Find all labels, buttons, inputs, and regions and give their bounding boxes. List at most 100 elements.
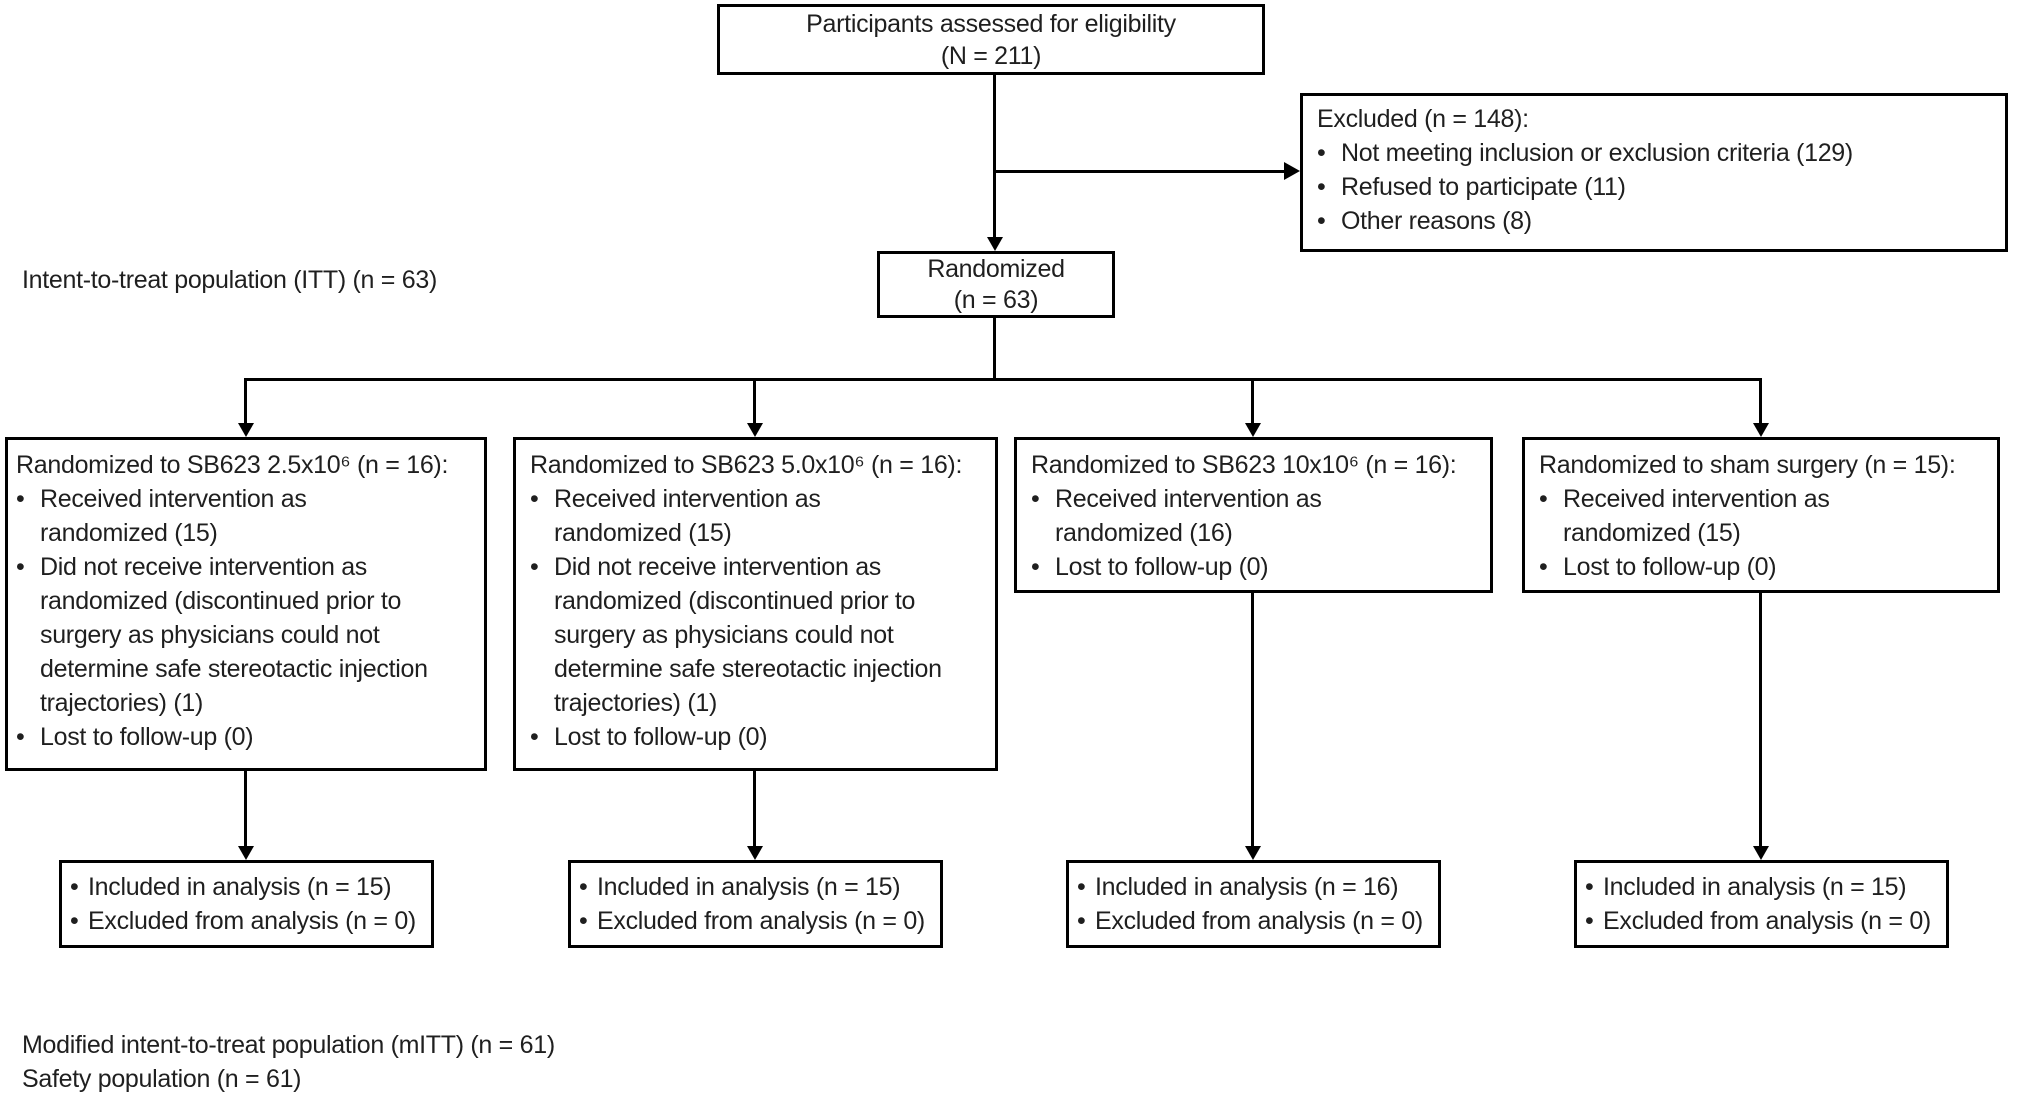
bullet-marker: • [530,723,539,751]
bullet-item: • Not meeting inclusion or exclusion cri… [1317,136,1991,170]
arrowhead-down-analysis-4 [1753,846,1769,860]
mitt-population-label: Modified intent-to-treat population (mIT… [22,1031,555,1059]
connector-distribution-line [245,378,1762,381]
connector-excluded-branch [993,170,1284,173]
excluded-box: Excluded (n = 148): • Not meeting inclus… [1300,93,2008,252]
arm-box-sb623-5-0: Randomized to SB623 5.0x10⁶ (n = 16): • … [513,437,998,771]
bullet-item: • Excluded from analysis (n = 0) [1077,904,1432,938]
bullet-marker: • [530,485,539,513]
bullet-marker: • [1077,873,1086,901]
arm-title: Randomized to SB623 10x10⁶ (n = 16): [1031,451,1457,479]
analysis-detail: Included in analysis (n = 15) [88,873,392,901]
analysis-box-1: • Included in analysis (n = 15) • Exclud… [59,860,434,948]
analysis-detail: Included in analysis (n = 15) [597,873,901,901]
bullet-item: • Received intervention as randomized (1… [1031,482,1478,550]
arm-detail: Received intervention as randomized (16) [1055,485,1322,547]
analysis-detail: Included in analysis (n = 16) [1095,873,1399,901]
arm-detail: Received intervention as randomized (15) [40,485,307,547]
connector-eligibility-randomized [993,75,996,237]
arm-title: Randomized to SB623 5.0x10⁶ (n = 16): [530,451,963,479]
bullet-item: • Did not receive intervention as random… [530,550,983,720]
bullet-item: • Excluded from analysis (n = 0) [1585,904,1940,938]
eligibility-line2: (N = 211) [940,41,1042,70]
bullet-item: • Lost to follow-up (0) [1031,550,1478,584]
excluded-reason: Refused to participate (11) [1341,173,1626,201]
bullet-marker: • [1317,173,1326,201]
connector-analysis-drop-4 [1759,593,1762,846]
excluded-reason: Not meeting inclusion or exclusion crite… [1341,139,1853,167]
bullet-item: • Refused to participate (11) [1317,170,1991,204]
arrowhead-right-excluded [1284,162,1300,180]
bullet-marker: • [1031,485,1040,513]
bullet-item: • Excluded from analysis (n = 0) [70,904,425,938]
arm-detail: Did not receive intervention as randomiz… [554,553,942,717]
bullet-marker: • [1585,873,1594,901]
arm-title: Randomized to sham surgery (n = 15): [1539,451,1956,479]
bullet-item: • Included in analysis (n = 16) [1077,870,1432,904]
connector-arm-drop-2 [753,378,756,424]
bullet-marker: • [1317,139,1326,167]
bullet-item: • Lost to follow-up (0) [1539,550,1985,584]
eligibility-box: Participants assessed for eligibility (N… [717,4,1265,75]
bullet-item: • Excluded from analysis (n = 0) [579,904,934,938]
bullet-marker: • [530,553,539,581]
bullet-item: • Received intervention as randomized (1… [530,482,983,550]
eligibility-line1: Participants assessed for eligibility [806,9,1176,38]
arm-detail: Lost to follow-up (0) [1055,553,1269,581]
bullet-marker: • [1585,907,1594,935]
bullet-marker: • [1031,553,1040,581]
arrowhead-down-analysis-2 [747,846,763,860]
connector-randomized-distribution [993,318,996,381]
arrowhead-down-randomized [987,237,1003,251]
arm-detail: Lost to follow-up (0) [1563,553,1777,581]
arrowhead-down-arm-1 [238,423,254,437]
bullet-marker: • [1077,907,1086,935]
bullet-item: • Lost to follow-up (0) [16,720,472,754]
bullet-item: • Included in analysis (n = 15) [579,870,934,904]
bullet-item: • Included in analysis (n = 15) [1585,870,1940,904]
arm-detail: Received intervention as randomized (15) [1563,485,1830,547]
connector-arm-drop-4 [1759,378,1762,424]
excluded-reason: Other reasons (8) [1341,207,1532,235]
arrowhead-down-analysis-3 [1245,846,1261,860]
analysis-detail: Included in analysis (n = 15) [1603,873,1907,901]
bullet-marker: • [16,485,25,513]
bullet-marker: • [16,723,25,751]
analysis-detail: Excluded from analysis (n = 0) [1603,907,1931,935]
bullet-marker: • [1317,207,1326,235]
arm-box-sham-surgery: Randomized to sham surgery (n = 15): • R… [1522,437,2000,593]
arm-detail: Received intervention as randomized (15) [554,485,821,547]
randomized-box: Randomized (n = 63) [877,251,1115,318]
analysis-box-4: • Included in analysis (n = 15) • Exclud… [1574,860,1949,948]
arm-detail: Lost to follow-up (0) [554,723,768,751]
analysis-box-2: • Included in analysis (n = 15) • Exclud… [568,860,943,948]
connector-analysis-drop-3 [1251,593,1254,846]
connector-arm-drop-1 [244,378,247,424]
arrowhead-down-arm-2 [747,423,763,437]
randomized-line1: Randomized [927,254,1065,283]
arm-detail: Lost to follow-up (0) [40,723,254,751]
arm-box-sb623-2-5: Randomized to SB623 2.5x10⁶ (n = 16): • … [5,437,487,771]
analysis-detail: Excluded from analysis (n = 0) [597,907,925,935]
bullet-item: • Received intervention as randomized (1… [16,482,472,550]
connector-arm-drop-3 [1251,378,1254,424]
analysis-detail: Excluded from analysis (n = 0) [88,907,416,935]
bottom-population-labels: Modified intent-to-treat population (mIT… [22,1028,555,1096]
arrowhead-down-arm-4 [1753,423,1769,437]
bullet-item: • Included in analysis (n = 15) [70,870,425,904]
bullet-marker: • [579,907,588,935]
bullet-item: • Lost to follow-up (0) [530,720,983,754]
excluded-title: Excluded (n = 148): [1317,105,1529,133]
arm-box-sb623-10: Randomized to SB623 10x10⁶ (n = 16): • R… [1014,437,1493,593]
bullet-marker: • [16,553,25,581]
bullet-item: • Other reasons (8) [1317,204,1991,238]
safety-population-label: Safety population (n = 61) [22,1065,302,1093]
arm-title: Randomized to SB623 2.5x10⁶ (n = 16): [16,451,449,479]
bullet-marker: • [1539,485,1548,513]
bullet-marker: • [70,873,79,901]
randomized-line2: (n = 63) [953,285,1039,314]
connector-analysis-drop-2 [753,771,756,846]
itt-population-label: Intent-to-treat population (ITT) (n = 63… [22,266,437,294]
arrowhead-down-analysis-1 [238,846,254,860]
